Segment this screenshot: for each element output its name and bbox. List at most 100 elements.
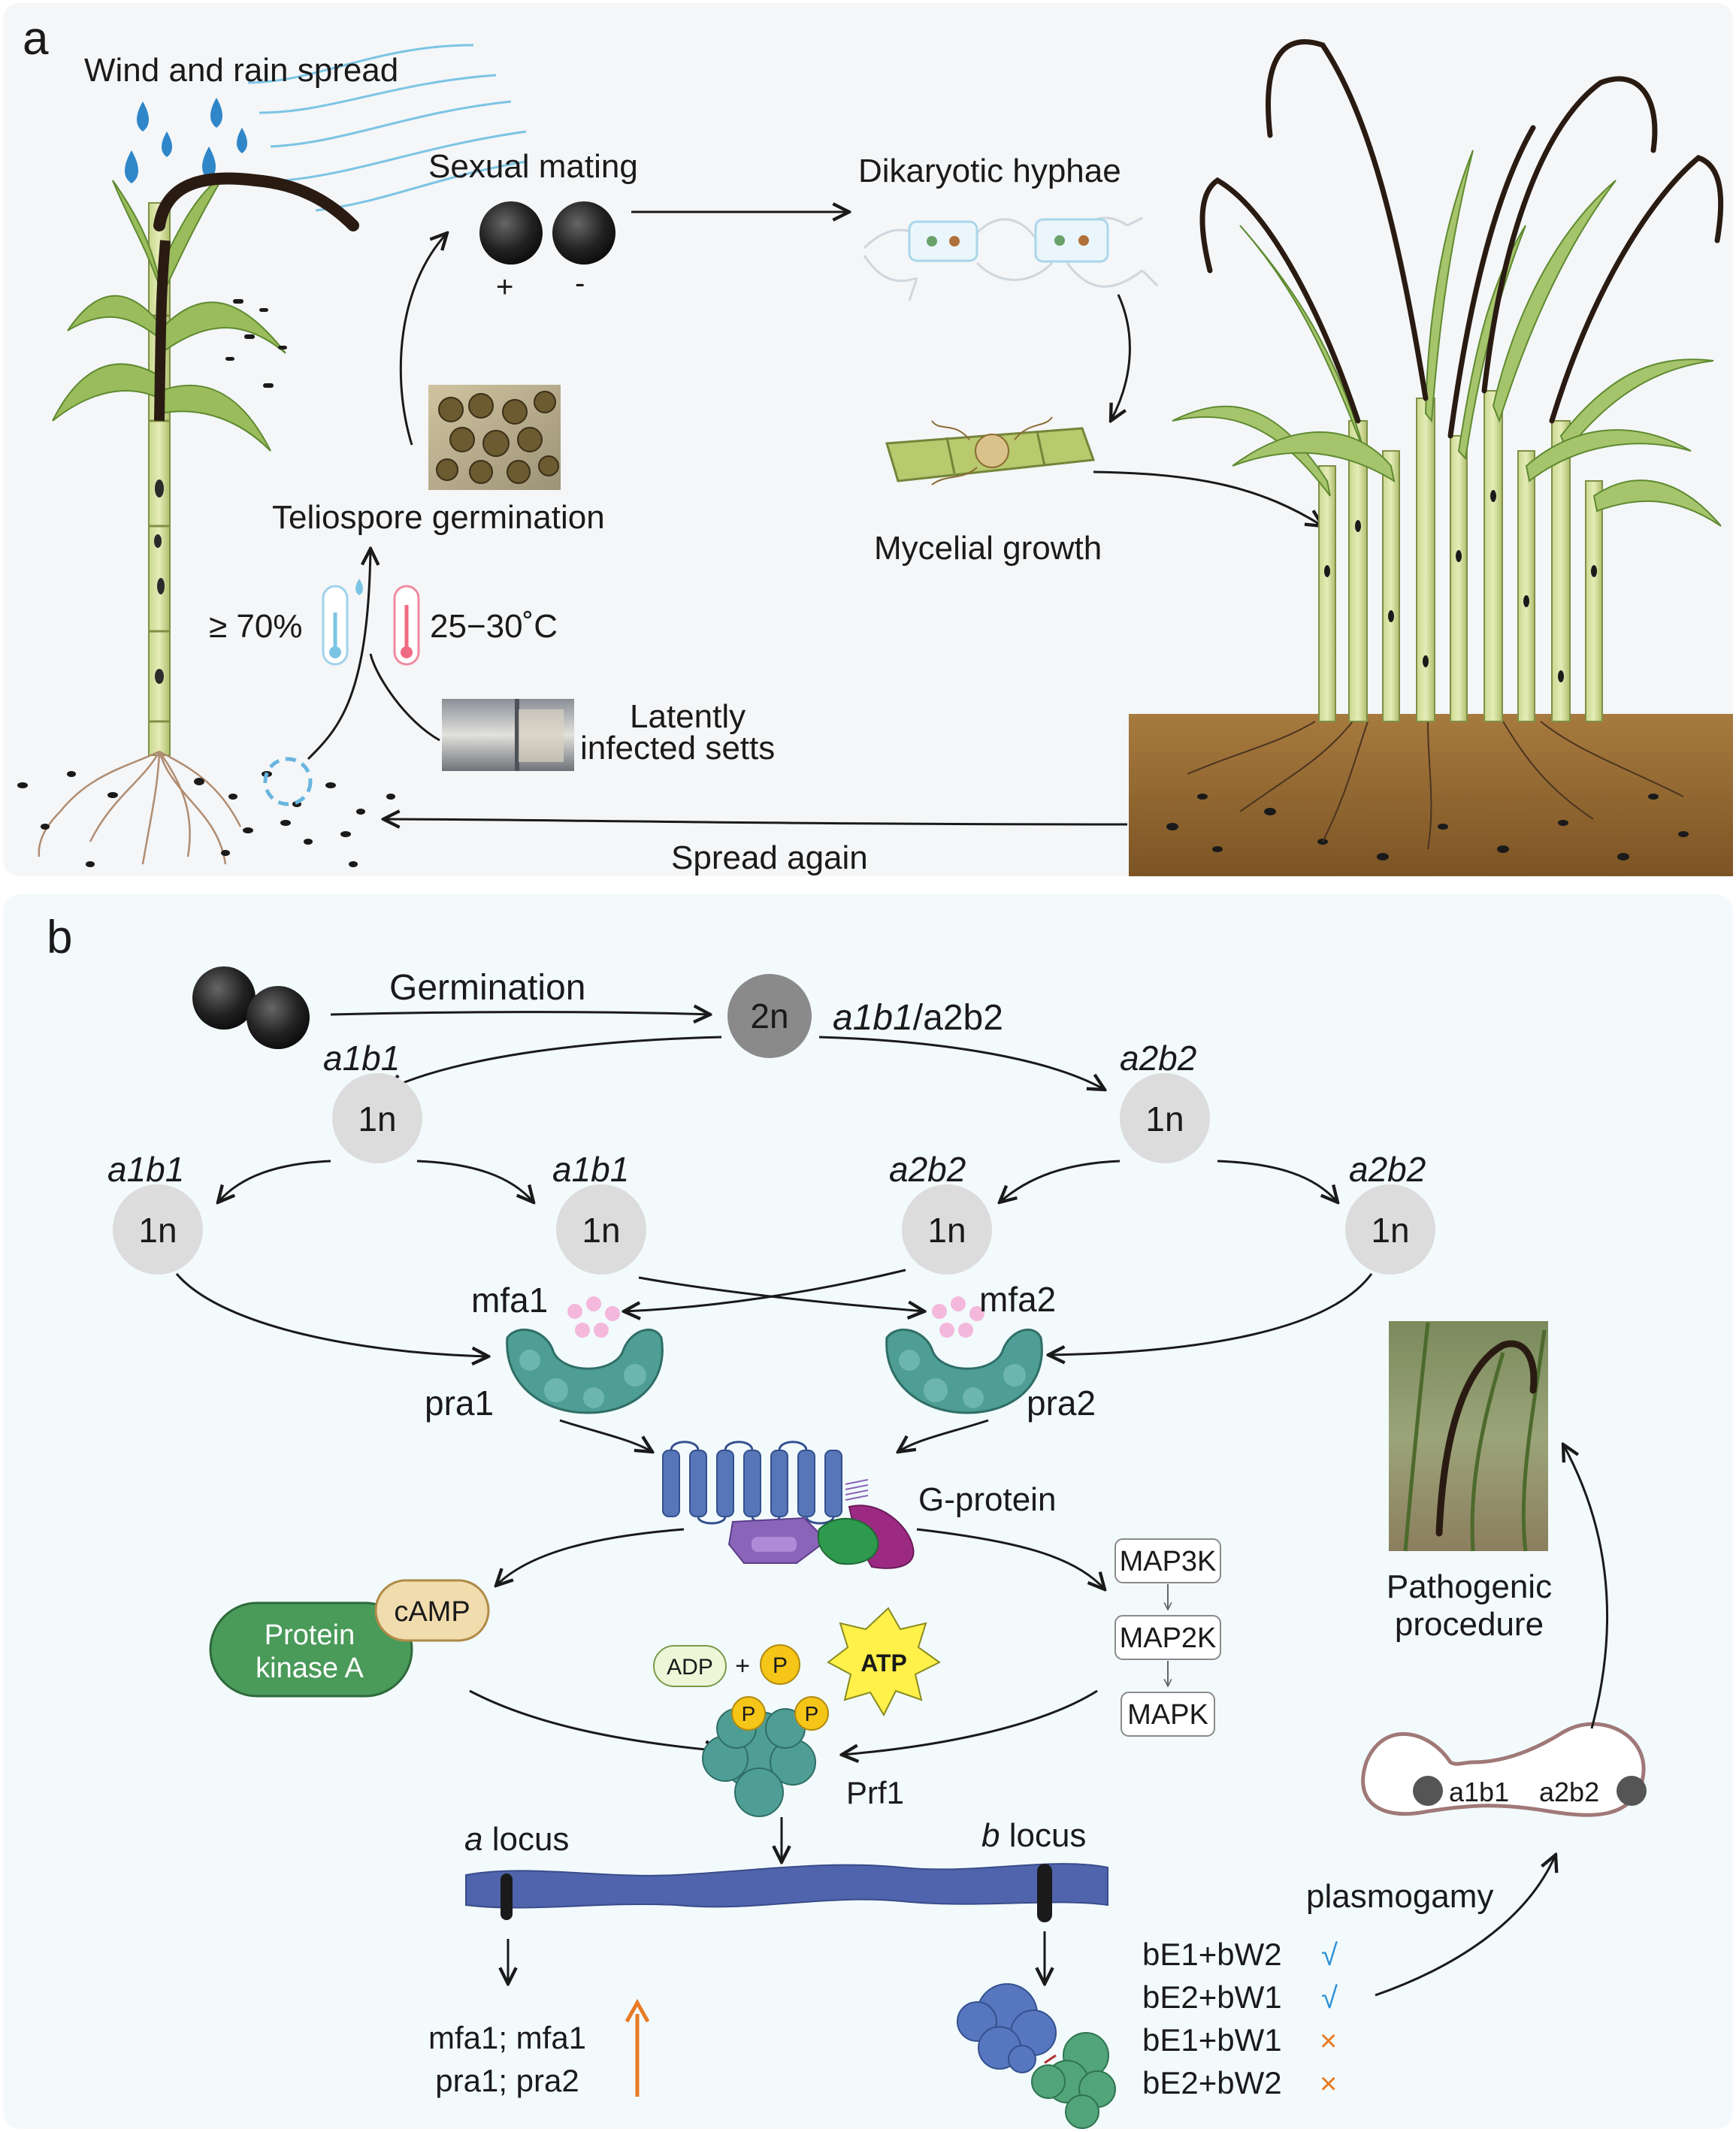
b-locus-rest: locus <box>1000 1817 1086 1854</box>
prf1-phosphate-right <box>794 1696 829 1731</box>
camp-label: cAMP <box>394 1596 470 1628</box>
teliospore-germination-label: Teliospore germination <box>272 499 605 536</box>
pra1-receptor-icon <box>506 1296 664 1414</box>
germination-label: Germination <box>389 968 585 1008</box>
haploid-node-l2-1: 1n a1b1 <box>107 1150 203 1275</box>
arrow-mycelium-to-field <box>1093 470 1323 526</box>
prf1-phosphate-left-label: P <box>742 1702 756 1725</box>
dikaryon-left-nucleus <box>1413 1776 1443 1806</box>
map3k-box <box>1114 1538 1221 1583</box>
genotype-label: a2b2 <box>1120 1039 1196 1078</box>
prf1-protein-icon: P P <box>702 1696 829 1817</box>
a-target-line1: mfa1; mfa1 <box>428 2020 586 2055</box>
genotype-label: a2b2 <box>889 1150 966 1189</box>
prf1-phosphate-right-label: P <box>805 1702 819 1725</box>
protein-kinase-a-icon <box>209 1579 490 1698</box>
plus-mating-type-label: + <box>496 271 513 304</box>
dikaryon-left-label: a1b1 <box>1449 1777 1509 1807</box>
arrow-dikaryon-to-pathogenic <box>1563 1444 1609 1729</box>
atp-label: ATP <box>860 1650 907 1677</box>
upregulation-arrow-icon <box>625 1998 650 2097</box>
germination-spot-highlight <box>263 757 313 806</box>
b-combo-1-text: bE1+bW2 <box>1142 1937 1282 1972</box>
phosphate-label: P <box>773 1653 788 1678</box>
pra1-label: pra1 <box>425 1384 494 1423</box>
genotype-label: a1b1 <box>552 1150 629 1189</box>
arrow-l2-1-to-pra1 <box>175 1273 488 1356</box>
map2k-box <box>1114 1615 1221 1660</box>
a-locus-label: a locus <box>464 1821 569 1858</box>
arrow-l1left-to-l2a <box>218 1160 331 1202</box>
pathogenic-label-line1: Pathogenic <box>1387 1568 1552 1605</box>
map3k-label: MAP3K <box>1120 1546 1217 1577</box>
arrow-pra2-to-gprotein <box>898 1419 989 1452</box>
haploid-node-l2-4: 1n a2b2 <box>1345 1150 1435 1275</box>
dikaryotic-hyphae-icon <box>863 216 1159 301</box>
pra2-receptor-icon <box>885 1296 1043 1414</box>
b-combination-list: bE1+bW2 √ bE2+bW1 √ bE1+bW1 × bE2+bW2 × <box>1142 1937 1338 2100</box>
panel-a-background <box>3 3 1733 876</box>
temperature-thermometer-icon <box>393 585 420 666</box>
arrow-hyphae-to-mycelium <box>1111 294 1131 421</box>
mapk-cascade: MAP3K MAP2K MAPK <box>1114 1538 1221 1737</box>
arrow-pra1-to-gprotein <box>559 1419 652 1452</box>
pathogenic-label-line2: procedure <box>1395 1606 1544 1643</box>
genotype-label: a2b2 <box>1349 1150 1426 1189</box>
ploidy-label: 1n <box>927 1211 966 1250</box>
teliospore-micrograph <box>428 385 561 490</box>
mfa2-label: mfa2 <box>979 1280 1056 1319</box>
dikaryon-cell-icon <box>1361 1722 1647 1817</box>
arrow-gprotein-to-mapk <box>916 1528 1105 1589</box>
ploidy-label: 1n <box>582 1211 620 1250</box>
infected-setts-label: infected setts <box>580 730 775 767</box>
a-locus-italic: a <box>464 1821 482 1858</box>
adp-icon <box>653 1645 727 1687</box>
b-combo-2-text: bE2+bW1 <box>1142 1979 1282 2015</box>
diploid-genotype-italic: a1b1 <box>833 998 913 1038</box>
arrow-setts-to-germination <box>369 653 440 742</box>
diploid-genotype-label: a1b1/a2b2 <box>833 998 1003 1038</box>
temperature-label: 25−30˚C <box>430 608 558 645</box>
chromosome-icon <box>465 1863 1108 1922</box>
prf1-phosphate-left <box>731 1696 766 1731</box>
sexual-mating-label: Sexual mating <box>428 148 638 185</box>
phosphate-icon <box>760 1644 800 1685</box>
pra2-label: pra2 <box>1027 1384 1096 1423</box>
mfa1-label: mfa1 <box>471 1281 548 1320</box>
arrow-germination-to-mating <box>399 233 447 446</box>
b-locus-band <box>1037 1864 1052 1922</box>
arrow-spot-to-germination <box>307 549 370 761</box>
panel-b: b Germination 2n a1b1/a2b2 1n a1b1 1n a2… <box>3 894 1733 2129</box>
a-locus-band <box>501 1873 513 1920</box>
diploid-ploidy-label: 2n <box>750 996 788 1036</box>
b-locus-italic: b <box>981 1817 1000 1854</box>
mycelial-growth-icon <box>885 416 1096 485</box>
arrow-l2-3-to-pra1 <box>624 1269 906 1311</box>
genotype-label: a1b1 <box>107 1150 184 1189</box>
prf1-label: Prf1 <box>846 1775 904 1810</box>
g-protein-label: G-protein <box>918 1481 1056 1518</box>
pka-label-line1: Protein <box>265 1619 355 1651</box>
phosphorylation-group: ADP + P ATP <box>653 1607 941 1717</box>
diploid-node <box>727 974 812 1058</box>
haploid-node-l1-left: 1n a1b1 <box>323 1039 422 1163</box>
adp-plus-label: + <box>735 1652 750 1680</box>
arrow-spread-again <box>383 819 1128 824</box>
spread-again-label: Spread again <box>671 839 868 876</box>
diploid-genotype-rest: /a2b2 <box>913 998 1003 1038</box>
ploidy-label: 1n <box>1145 1099 1184 1139</box>
b-combo-4-mark: × <box>1320 2067 1337 2100</box>
arrow-diploid-to-left <box>387 1036 722 1090</box>
a-target-line2: pra1; pra2 <box>435 2063 579 2098</box>
teliospore-pair-icon <box>192 966 310 1049</box>
latently-label: Latently <box>630 698 746 735</box>
mycelial-growth-label: Mycelial growth <box>874 530 1102 567</box>
adp-label: ADP <box>667 1655 713 1680</box>
wind-lines-icon <box>247 44 527 212</box>
panel-a-letter: a <box>23 13 49 65</box>
atp-burst-icon <box>827 1607 941 1717</box>
ploidy-label: 1n <box>138 1211 177 1250</box>
panel-a: a Wind and rain spread <box>3 3 1733 876</box>
arrow-l2-2-to-pra2 <box>638 1276 924 1311</box>
